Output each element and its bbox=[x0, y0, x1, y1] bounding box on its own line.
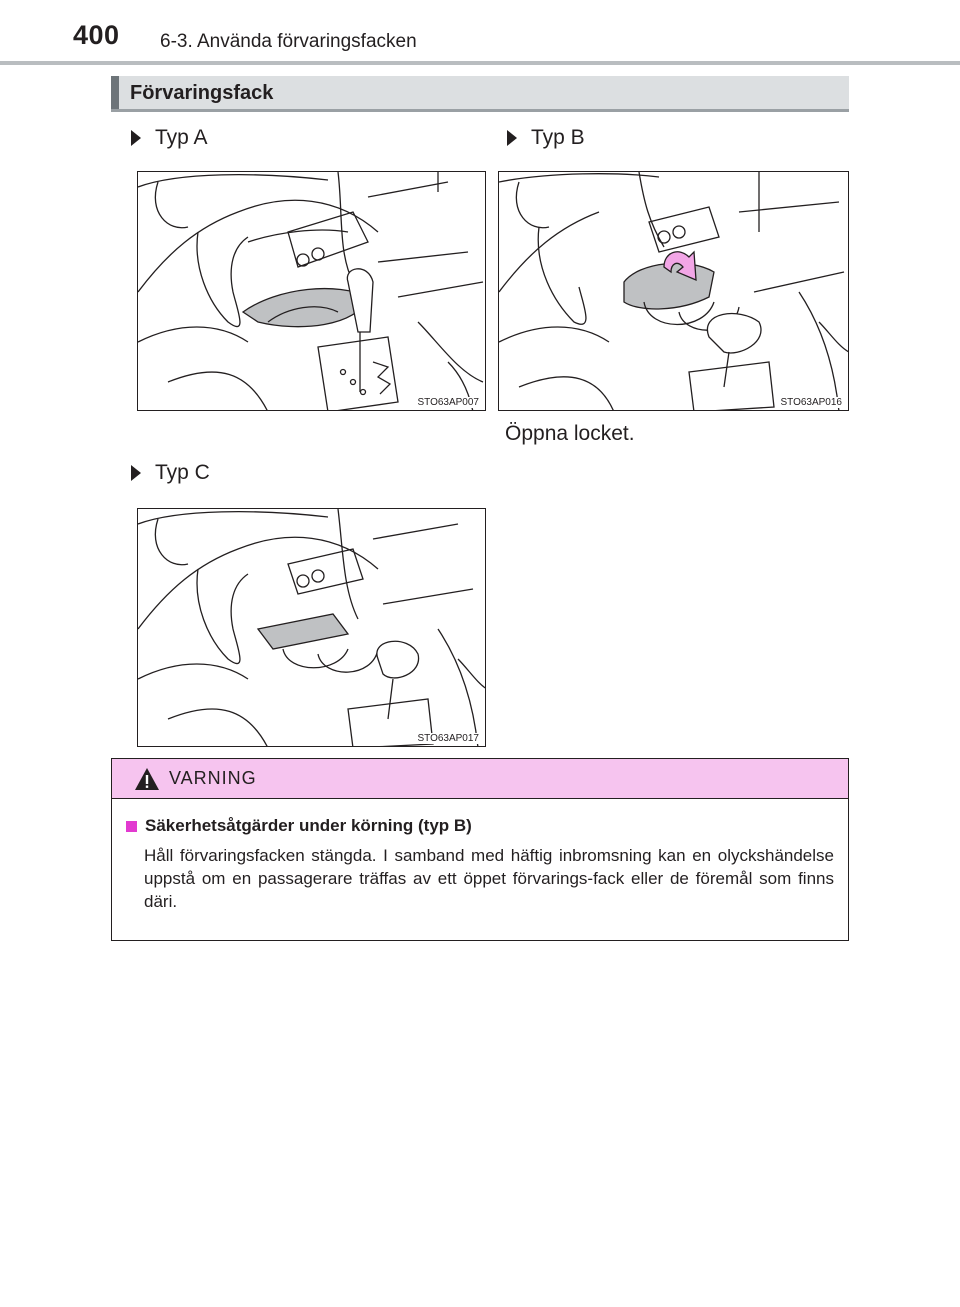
figure-code-b: STO63AP016 bbox=[778, 397, 844, 408]
variant-label-c: Typ C bbox=[131, 461, 210, 485]
variant-c-text: Typ C bbox=[155, 461, 210, 484]
warning-item-title-text: Säkerhetsåtgärder under körning (typ B) bbox=[145, 816, 472, 835]
chapter-title: 6-3. Använda förvaringsfacken bbox=[160, 31, 417, 52]
figure-type-a: STO63AP007 bbox=[137, 171, 486, 411]
variant-label-b: Typ B bbox=[507, 126, 585, 150]
page-number: 400 bbox=[73, 20, 120, 50]
warning-label: VARNING bbox=[169, 768, 257, 788]
triangle-bullet-icon bbox=[131, 465, 141, 481]
variant-b-text: Typ B bbox=[531, 126, 585, 149]
figure-type-c: STO63AP017 bbox=[137, 508, 486, 747]
section-heading-bar bbox=[111, 76, 119, 109]
figure-code-a: STO63AP007 bbox=[415, 397, 481, 408]
header-rule bbox=[0, 61, 960, 65]
variant-a-text: Typ A bbox=[155, 126, 208, 149]
variant-label-a: Typ A bbox=[131, 126, 208, 150]
triangle-bullet-icon bbox=[507, 130, 517, 146]
square-bullet-icon bbox=[126, 820, 137, 832]
section-title: Förvaringsfack bbox=[130, 82, 274, 104]
figure-code-c: STO63AP017 bbox=[415, 733, 481, 744]
figure-type-b: STO63AP016 bbox=[498, 171, 849, 411]
warning-text: Håll förvaringsfacken stängda. I samband… bbox=[144, 846, 834, 911]
triangle-bullet-icon bbox=[131, 130, 141, 146]
section-heading: Förvaringsfack bbox=[111, 76, 849, 112]
warning-triangle-icon bbox=[135, 768, 159, 790]
warning-item-title: Säkerhetsåtgärder under körning (typ B) bbox=[126, 816, 472, 836]
warning-box: VARNING Säkerhetsåtgärder under körning … bbox=[111, 758, 849, 941]
warning-header: VARNING bbox=[112, 759, 848, 799]
figure-b-caption: Öppna locket. bbox=[505, 422, 635, 445]
